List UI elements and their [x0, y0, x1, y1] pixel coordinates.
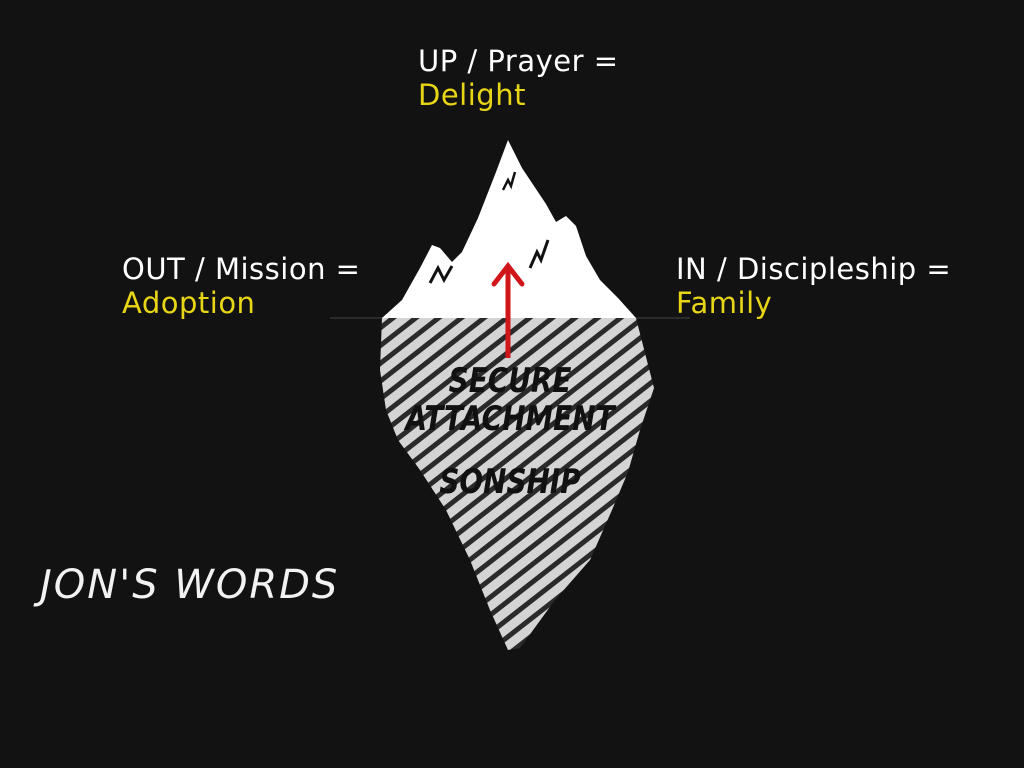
label-out-mission: OUT / Mission = Adoption — [122, 252, 360, 320]
label-in-value: Family — [676, 286, 773, 320]
label-up-title: UP / Prayer = — [418, 44, 619, 78]
iceberg-tip — [382, 140, 636, 318]
label-in-title: IN / Discipleship = — [676, 252, 952, 286]
underwater-text-sonship: SONSHIP — [439, 462, 581, 502]
label-out-value: Adoption — [122, 286, 256, 320]
arrow-up-icon — [491, 261, 525, 358]
label-in-discipleship: IN / Discipleship = Family — [676, 252, 951, 320]
iceberg-crack-1 — [428, 264, 454, 284]
iceberg-underwater — [380, 318, 654, 650]
caption-jons-words: JON'S WORDS — [40, 562, 340, 608]
label-out-title: OUT / Mission = — [122, 252, 361, 286]
underwater-text-secure: SECURE — [448, 361, 572, 401]
label-up-prayer: UP / Prayer = Delight — [418, 44, 619, 112]
label-up-value: Delight — [418, 78, 526, 112]
iceberg-crack-3 — [528, 239, 550, 269]
underwater-text-attachment: ATTACHMENT — [405, 399, 615, 439]
iceberg-crack-2 — [501, 171, 517, 191]
